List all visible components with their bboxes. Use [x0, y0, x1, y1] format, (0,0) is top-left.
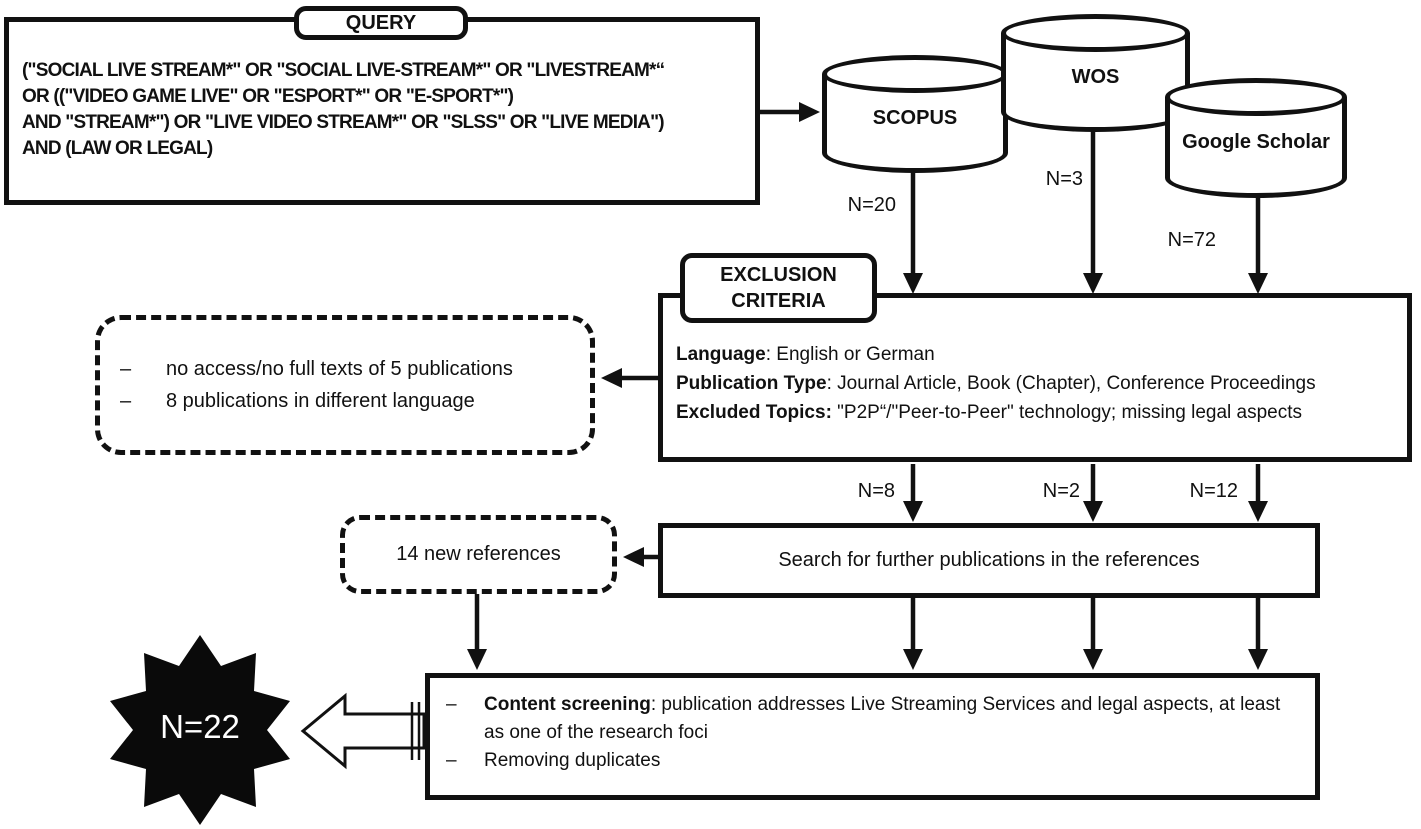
- screening-rest: : publication addresses Live Streaming S…: [484, 694, 1281, 743]
- exclusion-criteria-title-tab: EXCLUSION CRITERIA: [680, 253, 877, 323]
- exclusion-title-line: EXCLUSION: [720, 264, 837, 286]
- content-screening-box: – Content screening: publication address…: [425, 673, 1320, 800]
- dash-bullet: –: [120, 390, 132, 412]
- screening-item: – Removing duplicates: [446, 747, 1303, 775]
- criteria-label: Language: [676, 344, 766, 365]
- database-name: WOS: [1071, 66, 1120, 89]
- criteria-text: "P2P“/"Peer-to-Peer" technology; missing…: [831, 402, 1303, 423]
- reference-search-box: Search for further publications in the r…: [658, 523, 1320, 598]
- database-name: Google Scholar: [1182, 131, 1330, 154]
- database-cylinder-wos: WOS: [1001, 14, 1190, 132]
- criteria-row-language: Language: English or German: [676, 340, 1397, 369]
- note-text: no access/no full texts of 5 publication…: [166, 358, 513, 380]
- query-line: AND "STREAM*") OR "LIVE VIDEO STREAM*" O…: [22, 112, 665, 133]
- count-label-after-exclusion-scopus: N=8: [857, 480, 895, 502]
- removed-publications-note: – no access/no full texts of 5 publicati…: [95, 315, 595, 455]
- result-starburst: [110, 635, 290, 825]
- screening-text: Removing duplicates: [484, 750, 661, 771]
- query-title-tab: QUERY: [294, 6, 468, 40]
- query-line: ("SOCIAL LIVE STREAM*" OR "SOCIAL LIVE-S…: [22, 60, 665, 81]
- query-title: QUERY: [345, 12, 417, 34]
- count-label-wos: N=3: [1045, 168, 1083, 190]
- count-label-google-scholar: N=72: [1167, 229, 1216, 251]
- count-label-after-exclusion-google-scholar: N=12: [1189, 480, 1238, 502]
- criteria-label: Publication Type: [676, 373, 827, 394]
- cylinder-top-ellipse: [1001, 14, 1190, 52]
- dash-bullet: –: [120, 358, 132, 380]
- database-cylinder-scopus: SCOPUS: [822, 55, 1008, 173]
- criteria-text: : English or German: [765, 344, 935, 365]
- screening-item: – Content screening: publication address…: [446, 691, 1303, 747]
- query-line: AND (LAW OR LEGAL): [22, 138, 213, 159]
- note-item: – no access/no full texts of 5 publicati…: [120, 353, 582, 385]
- note-text: 8 publications in different language: [166, 390, 475, 412]
- database-cylinder-google-scholar: Google Scholar: [1165, 78, 1347, 198]
- query-box: ("SOCIAL LIVE STREAM*" OR "SOCIAL LIVE-S…: [4, 17, 760, 205]
- note-item: – 8 publications in different language: [120, 385, 582, 417]
- count-label-scopus: N=20: [847, 194, 896, 216]
- screening-text: Content screening: publication addresses…: [484, 691, 1284, 747]
- cylinder-top-ellipse: [1165, 78, 1347, 116]
- screening-label: Content screening: [484, 694, 651, 715]
- new-references-note: 14 new references: [340, 515, 617, 594]
- cylinder-top-ellipse: [822, 55, 1008, 93]
- criteria-row-publication-type: Publication Type: Journal Article, Book …: [676, 369, 1397, 398]
- query-line: OR (("VIDEO GAME LIVE" OR "ESPORT*" OR "…: [22, 86, 514, 107]
- exclusion-title-line: CRITERIA: [731, 290, 826, 312]
- reference-search-label: Search for further publications in the r…: [778, 549, 1200, 571]
- final-result-count: N=22: [160, 708, 240, 745]
- criteria-text: : Journal Article, Book (Chapter), Confe…: [826, 373, 1316, 394]
- arrowheads: [467, 102, 1268, 670]
- dash-bullet: –: [446, 750, 457, 771]
- database-name: SCOPUS: [872, 107, 958, 130]
- result-block-arrow: [300, 692, 426, 770]
- dash-bullet: –: [446, 694, 457, 715]
- criteria-label: Excluded Topics:: [676, 402, 832, 423]
- new-references-label: 14 new references: [396, 543, 561, 565]
- criteria-row-excluded-topics: Excluded Topics: "P2P“/"Peer-to-Peer" te…: [676, 398, 1397, 427]
- count-label-after-exclusion-wos: N=2: [1042, 480, 1080, 502]
